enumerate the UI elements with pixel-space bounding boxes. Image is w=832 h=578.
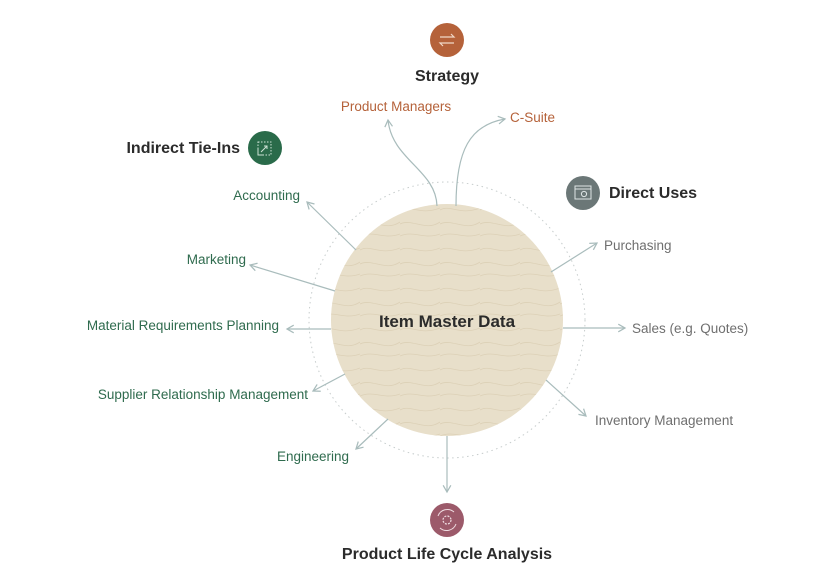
strategy-title: Strategy bbox=[415, 68, 479, 85]
arrows-exchange-icon bbox=[430, 23, 464, 57]
label-inventory: Inventory Management bbox=[595, 413, 733, 428]
gear-cycle-icon bbox=[430, 503, 464, 537]
arrow-product-managers bbox=[384, 118, 438, 207]
arrow-engineering bbox=[355, 418, 389, 450]
lifecycle-icon-group bbox=[430, 503, 464, 537]
indirect-icon-group bbox=[248, 131, 282, 165]
label-mrp: Material Requirements Planning bbox=[87, 318, 279, 333]
direct-title: Direct Uses bbox=[609, 185, 697, 202]
arrow-inventory bbox=[545, 379, 587, 417]
strategy-icon-group bbox=[430, 23, 464, 57]
settings-window-icon bbox=[566, 176, 600, 210]
label-srm: Supplier Relationship Management bbox=[98, 387, 308, 402]
arrow-c-suite bbox=[455, 115, 507, 207]
indirect-title: Indirect Tie-Ins bbox=[126, 140, 240, 157]
arrow-accounting bbox=[306, 201, 357, 251]
label-sales: Sales (e.g. Quotes) bbox=[632, 321, 748, 336]
center-texture bbox=[331, 204, 563, 436]
label-c-suite: C-Suite bbox=[510, 110, 555, 125]
arrow-marketing bbox=[248, 262, 336, 292]
label-product-managers: Product Managers bbox=[341, 99, 452, 114]
label-marketing: Marketing bbox=[187, 252, 246, 267]
orbit-ring bbox=[308, 181, 586, 459]
label-engineering: Engineering bbox=[277, 449, 349, 464]
lifecycle-title: Product Life Cycle Analysis bbox=[342, 546, 552, 563]
center-title: Item Master Data bbox=[379, 312, 516, 331]
arrow-srm bbox=[311, 373, 346, 392]
label-purchasing: Purchasing bbox=[604, 238, 672, 253]
direct-icon-group bbox=[566, 176, 600, 210]
label-accounting: Accounting bbox=[233, 188, 300, 203]
arrow-purchasing bbox=[550, 242, 599, 273]
